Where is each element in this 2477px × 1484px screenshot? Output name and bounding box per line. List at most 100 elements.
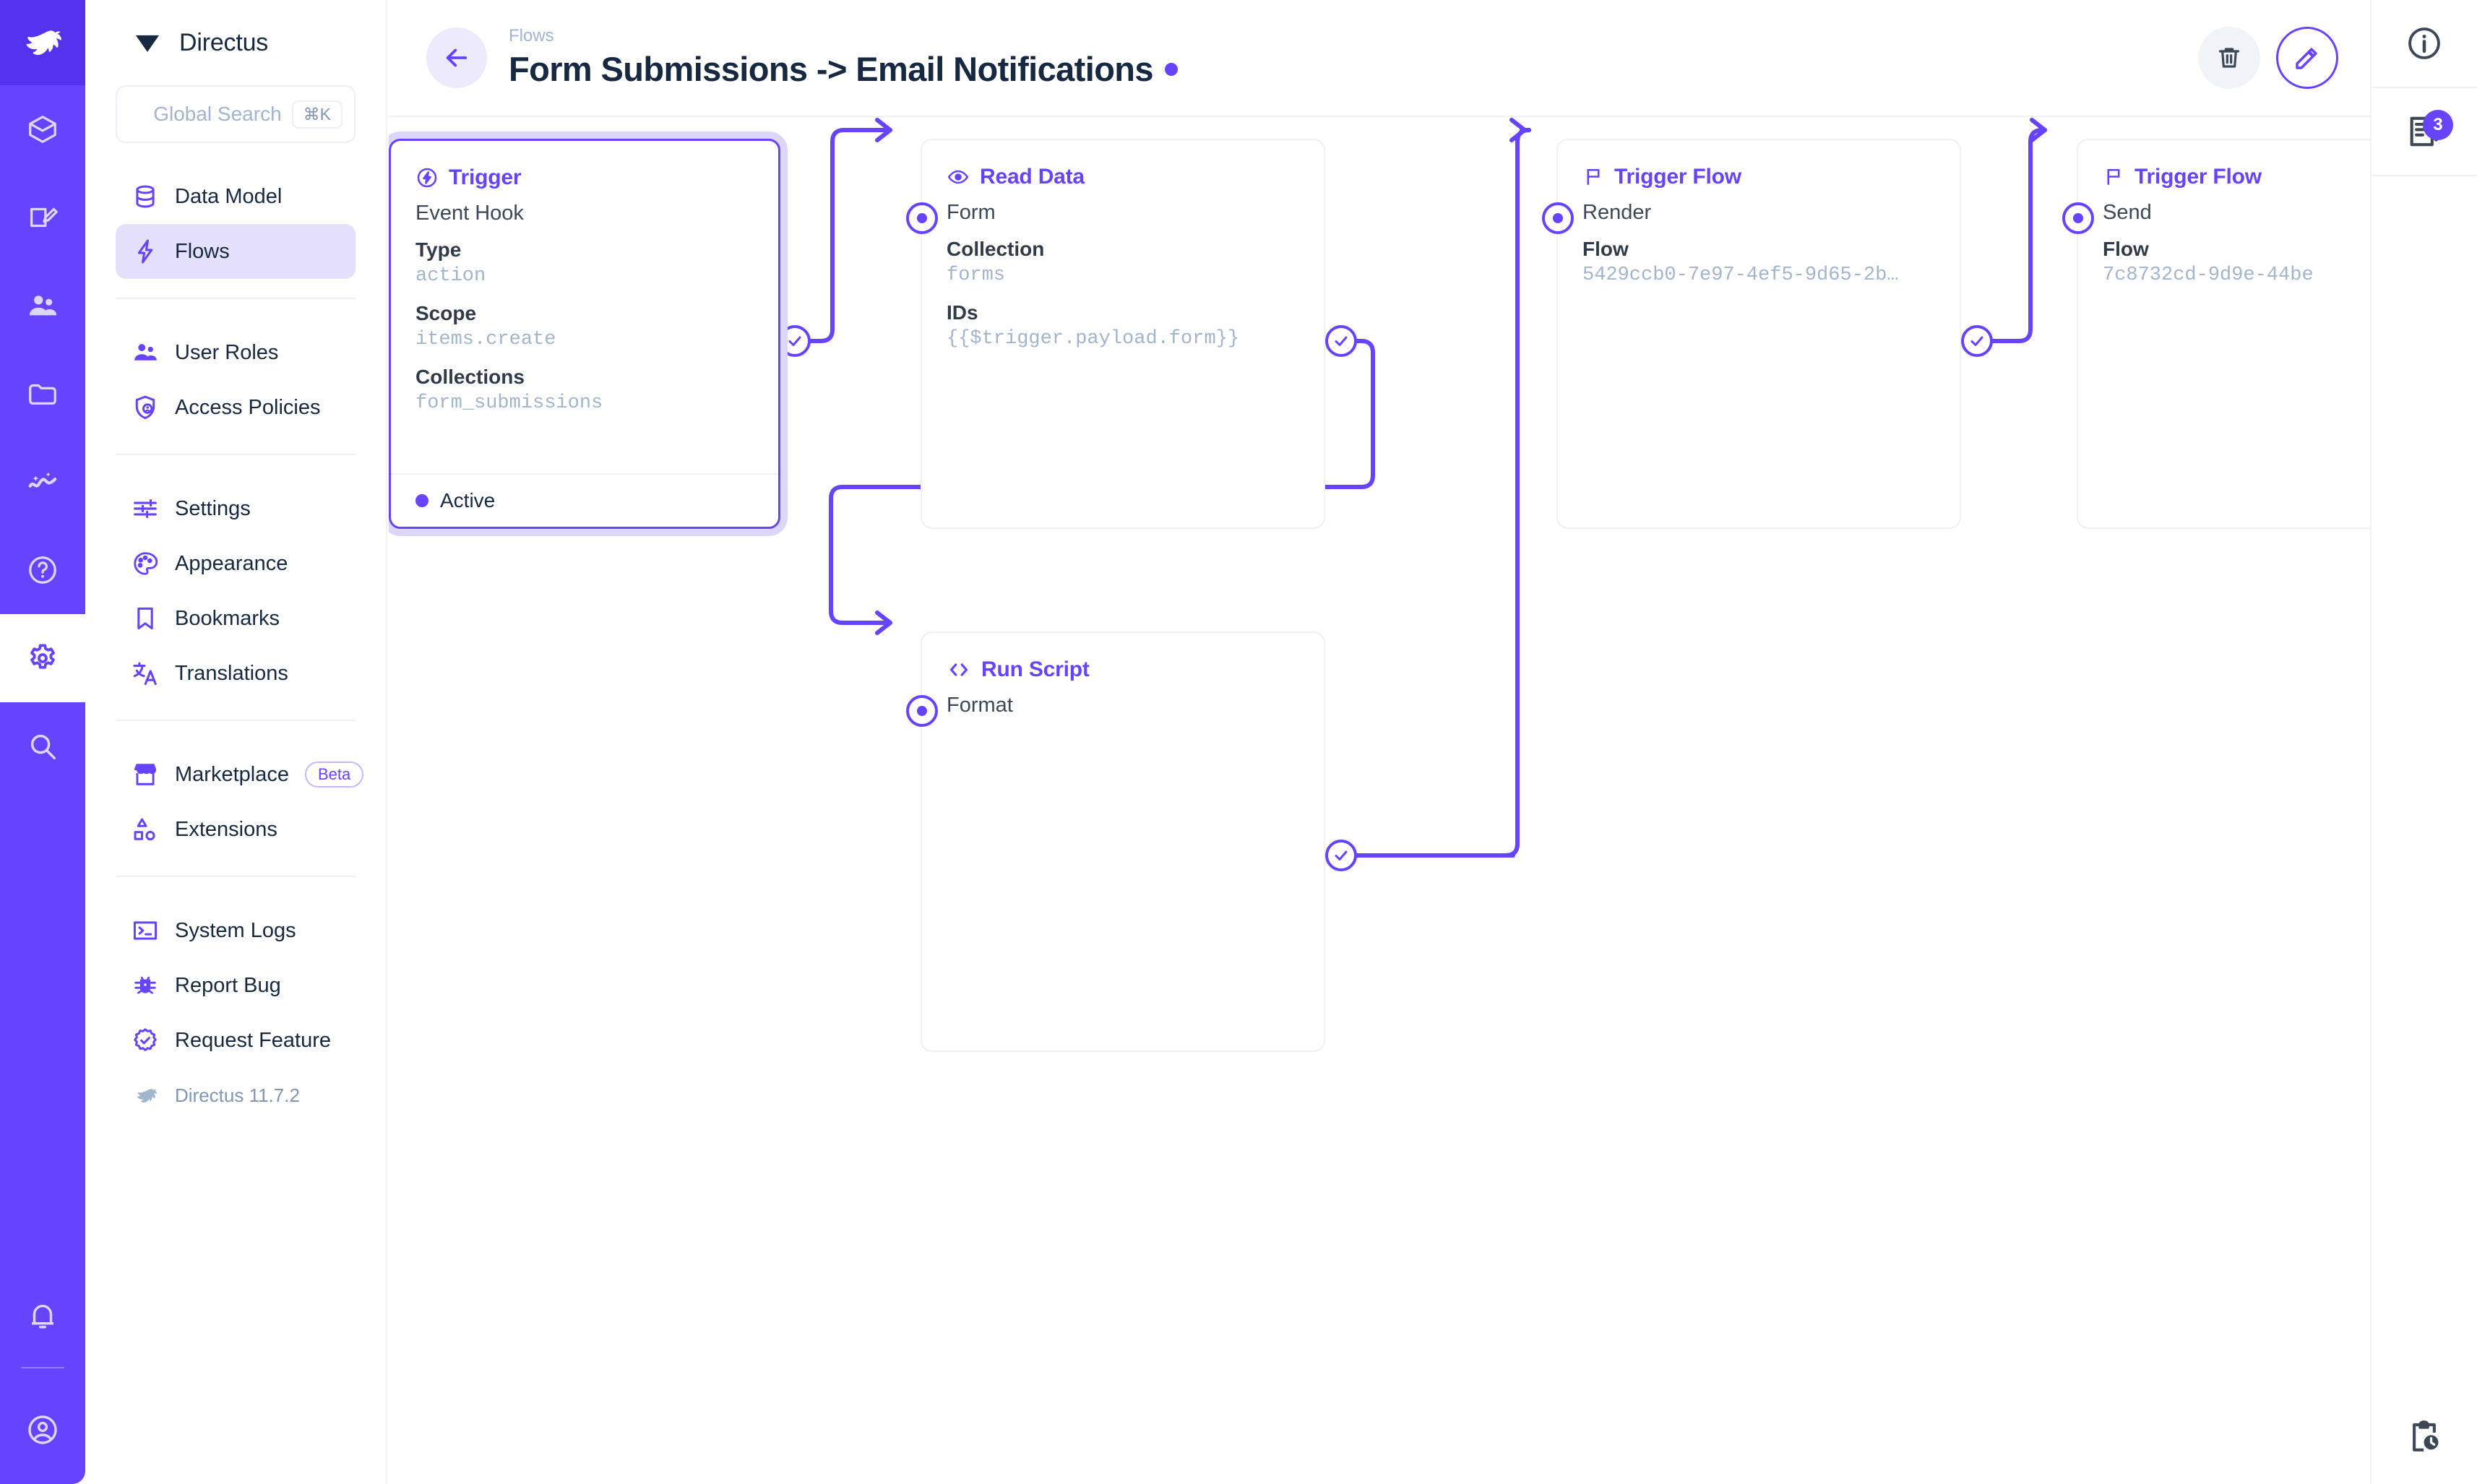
option-value: action [415,265,486,287]
info-circle-icon [2408,27,2440,59]
port-input-trigger-flow-send[interactable] [2062,202,2094,234]
terminal-icon [133,921,158,940]
check-icon [788,336,801,346]
sidebar-item-label: Bookmarks [175,606,280,630]
flow-node-trigger-flow-send[interactable]: Trigger Flow Send Flow 7c8732cd-9d9e-44b… [2062,139,2370,529]
flow-canvas[interactable]: Trigger Event Hook Type action Scope ite… [389,117,2370,1484]
option-key: IDs [947,301,978,324]
directus-logo-icon[interactable] [0,0,85,85]
nav-divider [116,720,356,721]
port-resolve-run-script[interactable] [1325,840,1357,871]
sidebar-item-extensions[interactable]: Extensions [116,802,356,857]
rail-search[interactable] [0,702,85,790]
flow-node-trigger-flow-render[interactable]: Trigger Flow Render Flow 5429ccb0-7e97-4… [1542,139,1961,529]
rail-content[interactable] [0,85,85,173]
option-value: items.create [415,329,556,351]
port-input-trigger-flow-render[interactable] [1542,202,1574,234]
flow-history-button[interactable] [2371,1390,2477,1484]
flow-node-run-script[interactable]: Run Script Format [906,631,1325,1052]
edit-flow-button[interactable] [2276,27,2338,89]
sidebar-item-request-feature[interactable]: Request Feature [116,1013,356,1068]
rail-notifications[interactable] [0,1272,85,1360]
sidebar-item-bookmarks[interactable]: Bookmarks [116,591,356,646]
rail-editor[interactable] [0,173,85,262]
option-key: Collection [947,238,1045,260]
flow-node-trigger[interactable]: Trigger Event Hook Type action Scope ite… [389,139,780,529]
rail-files[interactable] [0,350,85,438]
node-name: Render [1582,201,1652,224]
sidebar-item-translations[interactable]: Translations [116,646,356,701]
sidebar-item-access-policies[interactable]: Access Policies [116,380,356,435]
option-value: 5429ccb0-7e97-4ef5-9d65-2b… [1582,264,1899,286]
option-value: forms [947,264,1006,286]
node-option: Collections form_submissions [391,353,778,416]
node-option: Scope items.create [391,289,778,353]
node-name: Format [947,694,1013,717]
sidebar-item-report-bug[interactable]: Report Bug [116,958,356,1013]
brand-name: Directus [179,28,269,56]
port-input-read-data[interactable] [906,202,938,234]
option-key: Collections [415,366,525,389]
node-status-label: Active [440,489,496,512]
palette-icon [134,552,158,575]
option-value: 7c8732cd-9d9e-44be [2103,264,2314,286]
rail-settings[interactable] [0,614,85,702]
sidebar-item-label: Settings [175,496,251,520]
rabbit-icon [137,1089,158,1103]
clipboard-clock-icon [2413,1420,2439,1451]
rail-account[interactable] [0,1376,85,1484]
sidebar-item-user-roles[interactable]: User Roles [116,325,356,380]
node-option: IDs {{$trigger.payload.form}} [922,288,1324,352]
port-resolve-trigger-flow-render[interactable] [1961,325,1993,357]
sidebar-item-label: Flows [175,239,230,263]
rail-insights[interactable] [0,438,85,526]
flow-logs-button[interactable]: 3 [2371,88,2477,176]
node-option: Type action [391,225,778,289]
sidebar-item-system-logs[interactable]: System Logs [116,903,356,958]
nav-group-2: User Roles Access Policies [116,299,356,435]
version-label: Directus 11.7.2 [175,1084,300,1106]
node-header: Run Script [922,633,1324,682]
node-name: Event Hook [415,202,524,225]
sidebar-item-marketplace[interactable]: Marketplace Beta [116,747,364,802]
option-value: {{$trigger.payload.form}} [947,328,1240,350]
node-header: Trigger Flow [1558,140,1960,189]
breadcrumb[interactable]: Flows [509,25,554,46]
sidebar-item-settings[interactable]: Settings [116,481,356,536]
node-name: Form [947,201,996,224]
verified-icon [134,1028,157,1051]
option-key: Flow [1582,238,1629,260]
sidebar-item-label: Data Model [175,184,283,208]
search-input[interactable]: Global Search ⌘K [116,85,356,143]
info-button[interactable] [2371,0,2477,88]
sidebar-item-appearance[interactable]: Appearance [116,536,356,591]
port-resolve-trigger[interactable] [779,325,811,357]
flag-icon [1587,169,1600,185]
flow-edges [793,118,2047,858]
page-title: Form Submissions -> Email Notifications [509,50,1154,89]
header-actions [2198,27,2338,89]
delete-flow-button[interactable] [2198,27,2260,89]
node-header: Trigger [391,141,778,190]
node-status: Active [391,473,778,527]
eye-icon [947,170,969,184]
nav-divider [116,876,356,877]
sidebar-item-flows[interactable]: Flows [116,224,356,279]
page-header: Flows Form Submissions -> Email Notifica… [389,0,2370,117]
node-name: Send [2103,201,2152,224]
node-kind-label: Trigger Flow [1614,165,1741,189]
sidebar-item-label: Report Bug [175,973,281,997]
right-sidebar: 3 [2370,0,2477,1484]
bookmark-icon [137,607,153,630]
port-input-run-script[interactable] [906,695,938,727]
rail-users[interactable] [0,262,85,350]
flow-node-read-data[interactable]: Read Data Form Collection forms IDs {{$t… [906,139,1325,529]
rail-help[interactable] [0,526,85,614]
port-resolve-read-data[interactable] [1325,325,1357,357]
node-option: Collection forms [922,225,1324,288]
node-header: Read Data [922,140,1324,189]
sidebar-item-data-model[interactable]: Data Model [116,169,356,224]
back-button[interactable] [426,27,487,88]
bolt-icon [137,239,153,264]
